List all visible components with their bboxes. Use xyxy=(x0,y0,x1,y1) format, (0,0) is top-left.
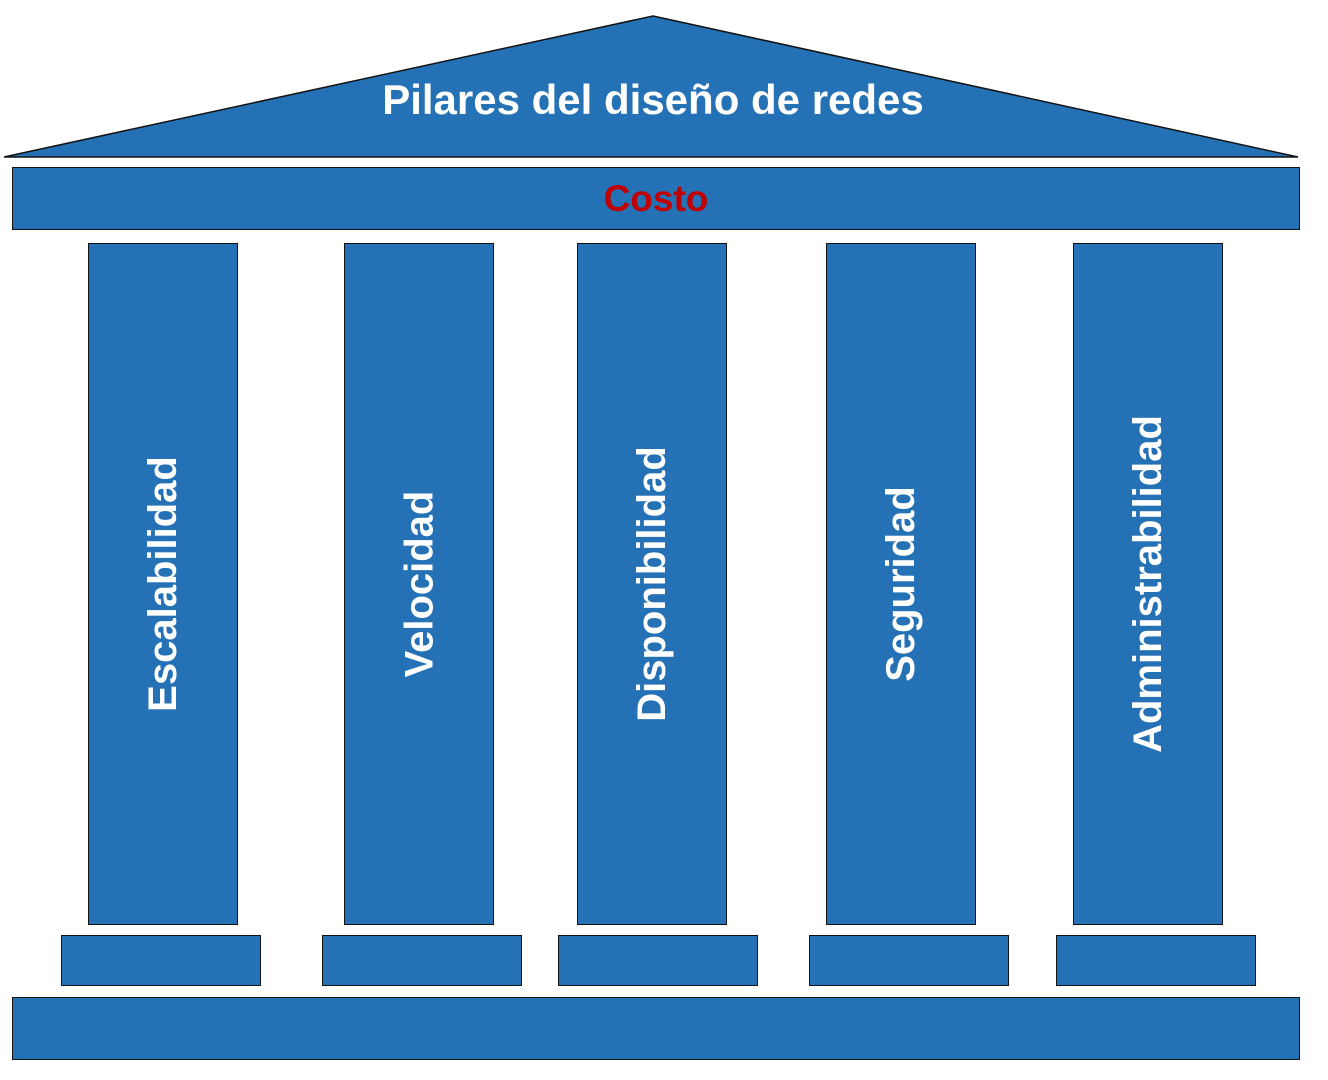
cost-beam: Costo xyxy=(12,167,1300,230)
pillar-administrabilidad: Administrabilidad xyxy=(1073,243,1223,925)
pillar-velocidad: Velocidad xyxy=(344,243,494,925)
pediment-triangle xyxy=(3,15,1299,158)
pillar-seguridad: Seguridad xyxy=(826,243,976,925)
pillar-base-2 xyxy=(322,935,522,986)
pillar-administrabilidad-label: Administrabilidad xyxy=(1126,415,1170,753)
pillar-base-3 xyxy=(558,935,758,986)
pillar-base-5 xyxy=(1056,935,1256,986)
pillar-seguridad-label: Seguridad xyxy=(879,486,923,682)
pillar-escalabilidad-label: Escalabilidad xyxy=(141,456,186,712)
pillar-base-1 xyxy=(61,935,261,986)
pillar-velocidad-label: Velocidad xyxy=(397,490,441,678)
cost-beam-label: Costo xyxy=(603,177,709,219)
foundation-bar xyxy=(12,997,1300,1060)
pillar-disponibilidad-label: Disponibilidad xyxy=(630,446,675,722)
diagram-title: Pilares del diseño de redes xyxy=(382,76,924,123)
pillar-escalabilidad: Escalabilidad xyxy=(88,243,238,925)
pillar-base-4 xyxy=(809,935,1009,986)
pillar-disponibilidad: Disponibilidad xyxy=(577,243,727,925)
pediment-shape xyxy=(3,15,1299,158)
